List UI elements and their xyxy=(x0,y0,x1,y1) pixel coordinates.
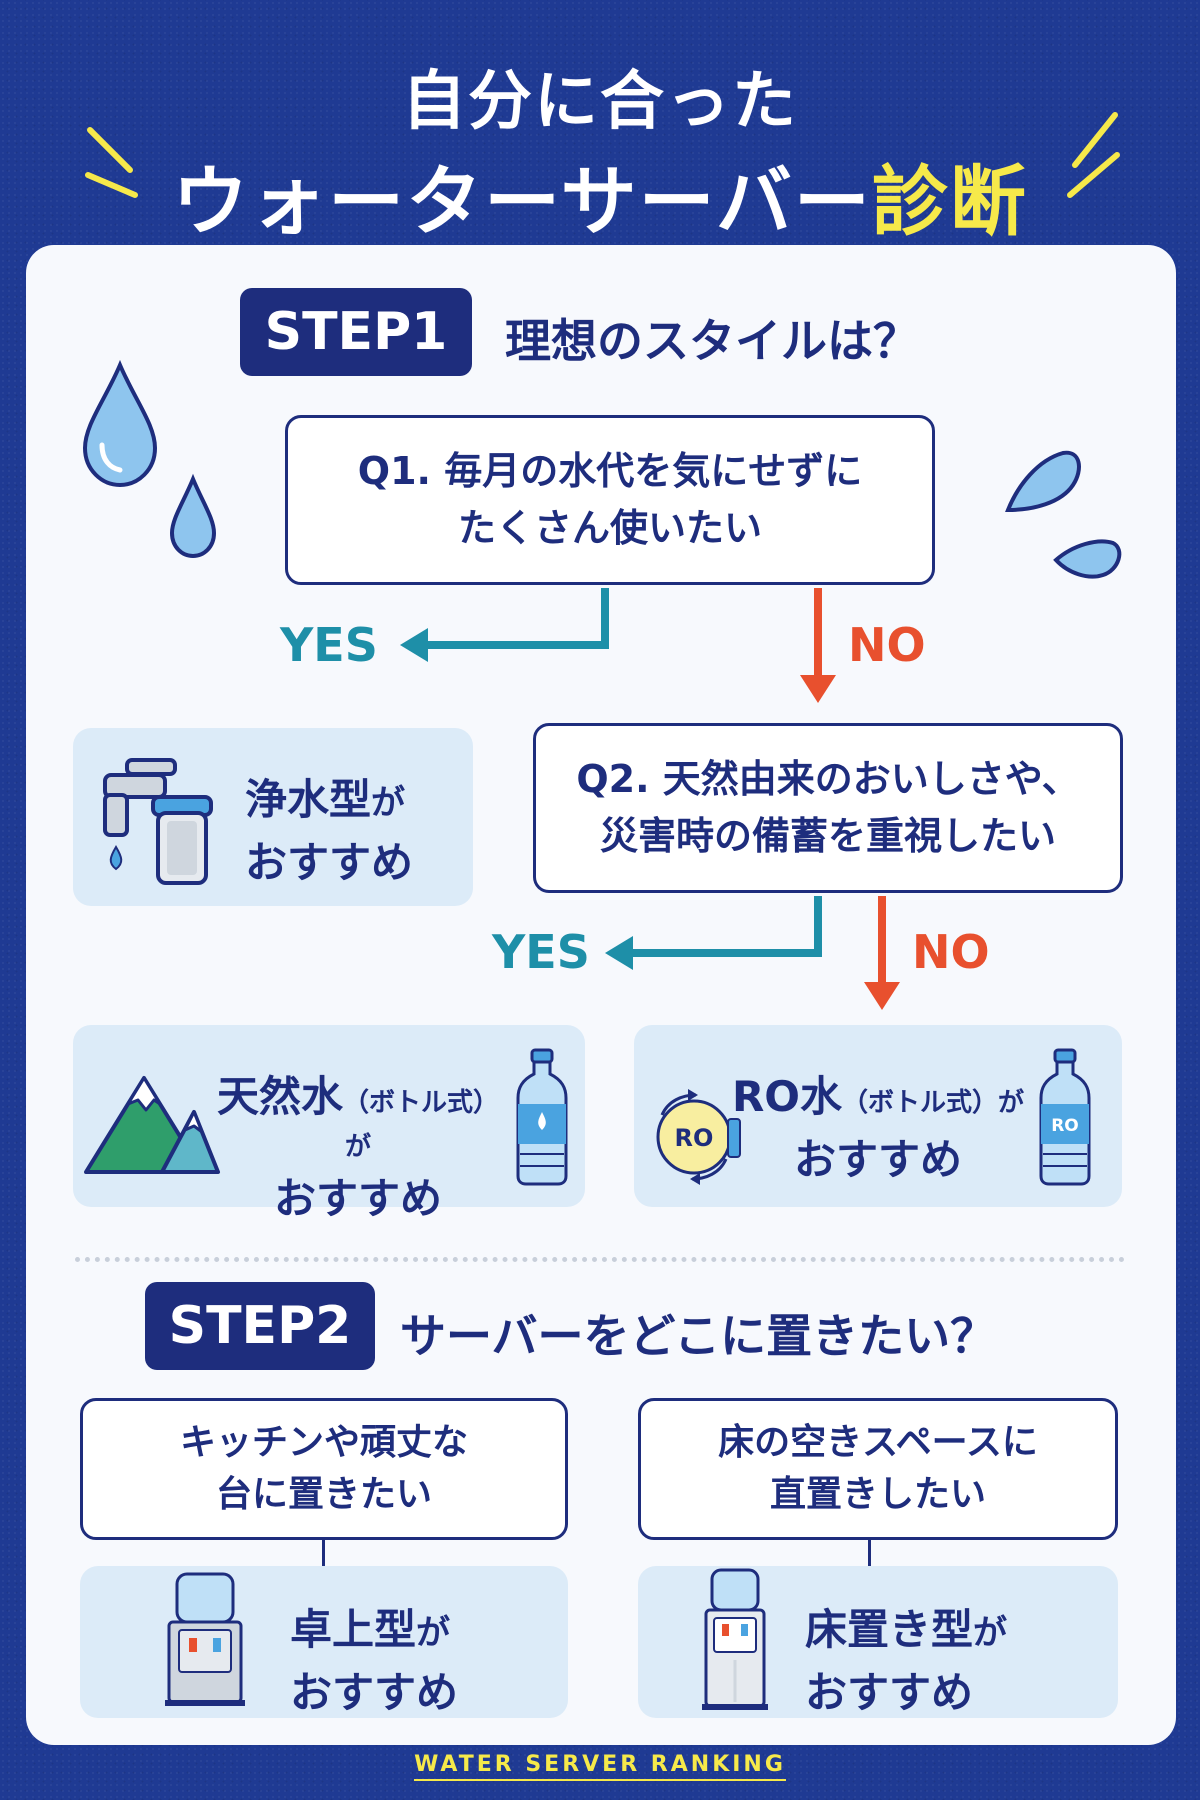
step1-question: 理想のスタイルは？ xyxy=(505,314,919,368)
q1-yes-label: YES xyxy=(280,618,378,672)
footer-brand: WATER SERVER RANKING xyxy=(0,1752,1200,1781)
result-purifier-main: 浄水型 xyxy=(245,775,372,824)
result-tabletop-line2: おすすめ xyxy=(290,1668,459,1717)
question-q1-box: Q1. 毎月の水代を気にせずに たくさん使いたい xyxy=(285,415,935,585)
result-purifier-suffix: が xyxy=(371,783,406,823)
water-bottle-icon xyxy=(516,1048,568,1186)
location-floor-box: 床の空きスペースに 直置きしたい xyxy=(638,1398,1118,1540)
result-ro-suffix: が xyxy=(998,1088,1025,1118)
accent-lines-left xyxy=(85,127,138,198)
result-natural-suffix: が xyxy=(344,1132,371,1162)
q2-yes-label: YES xyxy=(492,925,590,979)
tabletop-server-icon xyxy=(165,1572,245,1706)
result-tabletop-box xyxy=(80,1566,568,1718)
ro-icon-text: RO xyxy=(675,1124,714,1152)
ro-bottle-label: RO xyxy=(1051,1116,1079,1136)
result-tabletop-text: 卓上型が おすすめ xyxy=(290,1598,458,1724)
result-natural-line2: おすすめ xyxy=(273,1174,442,1223)
q2-line1: Q2. 天然由来のおいしさや、 xyxy=(576,757,1080,801)
floor-server-icon xyxy=(702,1568,768,1710)
q1-no-label: NO xyxy=(848,618,926,672)
step2-badge: STEP2 xyxy=(145,1282,375,1370)
result-ro-line2: おすすめ xyxy=(793,1135,962,1184)
result-purifier-text: 浄水型が おすすめ xyxy=(245,768,413,894)
accent-lines-right xyxy=(1067,112,1120,198)
title-highlight: 診断 xyxy=(871,157,1028,246)
section-divider xyxy=(75,1257,1125,1262)
result-natural-main: 天然水 xyxy=(216,1072,343,1121)
left-connector xyxy=(322,1540,325,1566)
result-floor-text: 床置き型が おすすめ xyxy=(805,1598,1007,1724)
result-floor-suffix: が xyxy=(973,1613,1008,1653)
q1-line1: Q1. 毎月の水代を気にせずに xyxy=(357,449,863,493)
result-floor-main: 床置き型 xyxy=(805,1605,974,1654)
q2-no-label: NO xyxy=(912,925,990,979)
result-natural-text: 天然水（ボトル式） が おすすめ xyxy=(208,1065,508,1230)
result-tabletop-main: 卓上型 xyxy=(290,1605,417,1654)
water-drop-icon xyxy=(169,473,217,559)
title-line2: ウォーターサーバー診断 xyxy=(0,140,1200,250)
water-drop-icon xyxy=(1053,539,1122,579)
ro-filter-icon: RO xyxy=(656,1089,741,1185)
title-main: ウォーターサーバー xyxy=(172,157,872,246)
right-box-line2: 直置きしたい xyxy=(769,1474,986,1515)
result-ro-text: RO水（ボトル式）が おすすめ xyxy=(728,1065,1028,1191)
step2-question: サーバーをどこに置きたい？ xyxy=(400,1309,997,1363)
q1-line2: たくさん使いたい xyxy=(457,506,762,550)
result-natural-paren: （ボトル式） xyxy=(343,1088,500,1118)
faucet-filter-icon xyxy=(103,758,213,885)
title-line1: 自分に合った xyxy=(402,65,798,139)
result-ro-paren: （ボトル式） xyxy=(842,1088,999,1118)
left-box-line1: キッチンや頑丈な xyxy=(179,1421,468,1463)
result-ro-main: RO水 xyxy=(731,1072,842,1121)
location-kitchen-box: キッチンや頑丈な 台に置きたい xyxy=(80,1398,568,1540)
mountain-icon xyxy=(84,1076,220,1174)
question-q2-box: Q2. 天然由来のおいしさや、 災害時の備蓄を重視したい xyxy=(533,723,1123,893)
right-box-line1: 床の空きスペースに xyxy=(718,1421,1038,1463)
step1-badge: STEP1 xyxy=(240,288,472,376)
result-floor-line2: おすすめ xyxy=(805,1668,974,1717)
water-bottle-icon: RO xyxy=(1039,1048,1091,1186)
water-drop-icon xyxy=(82,359,158,488)
q2-line2: 災害時の備蓄を重視したい xyxy=(599,814,1056,858)
footer-text: WATER SERVER RANKING xyxy=(414,1752,786,1781)
result-tabletop-suffix: が xyxy=(416,1613,451,1653)
result-purifier-line2: おすすめ xyxy=(245,838,414,887)
left-box-line2: 台に置きたい xyxy=(215,1474,432,1515)
water-drop-icon xyxy=(1005,450,1081,513)
result-purifier-box xyxy=(73,728,473,906)
right-connector xyxy=(868,1540,871,1566)
